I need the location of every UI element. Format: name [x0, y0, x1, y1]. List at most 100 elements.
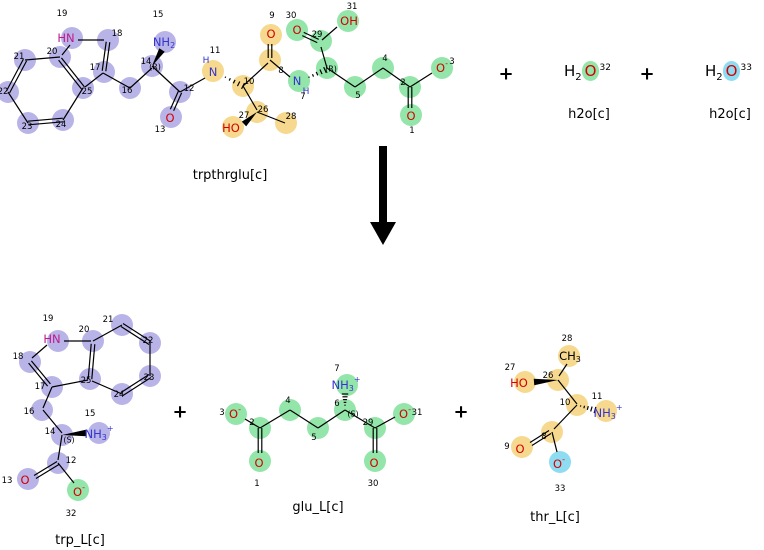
- atom-number: 16: [24, 407, 35, 417]
- atom-number: 27: [239, 111, 250, 121]
- atom-label: NH3+: [331, 375, 360, 393]
- bond: [321, 26, 338, 41]
- bond: [308, 76, 310, 79]
- atom-number: 1: [409, 126, 414, 136]
- bond: [224, 76, 227, 79]
- atom-number: 8: [278, 66, 283, 76]
- atom-number: 12: [66, 456, 77, 466]
- atom-label: NH2: [153, 35, 175, 50]
- bond: [244, 418, 261, 429]
- atom-number: 5: [355, 91, 360, 101]
- bond: [61, 44, 71, 56]
- atom-number: 1: [254, 479, 259, 489]
- atom-label: HN: [43, 332, 60, 346]
- bond: [7, 91, 29, 124]
- atom-label: O: [254, 456, 263, 470]
- atom-label: O: [20, 473, 29, 487]
- atom-highlight: [47, 330, 69, 352]
- atom-number: 11: [210, 46, 221, 56]
- atom-highlight: [67, 479, 89, 501]
- atom-number: 13: [2, 476, 13, 486]
- atom-label: O-: [399, 405, 411, 422]
- plus-sign-2: +: [639, 63, 655, 85]
- atom-number: 33: [555, 484, 566, 494]
- bond: [57, 462, 75, 484]
- atom-number: 22: [143, 336, 154, 346]
- atom-number: 20: [47, 47, 58, 57]
- water-h: H: [564, 62, 576, 80]
- atom-highlight: [19, 351, 41, 373]
- atom-label: OH: [340, 14, 358, 28]
- bond: [87, 343, 92, 379]
- bond: [92, 324, 123, 342]
- atom-number: 6: [334, 399, 339, 409]
- atom-highlight: [225, 403, 247, 425]
- bond: [51, 379, 89, 388]
- bond: [242, 62, 269, 87]
- stereo-label: (S): [347, 410, 358, 419]
- atom-label: O-: [73, 483, 85, 500]
- atom-highlight: [549, 451, 571, 473]
- bond: [27, 117, 63, 122]
- atom-label: H: [203, 56, 210, 66]
- bond: [179, 77, 206, 93]
- bond: [593, 406, 597, 414]
- bond-wedge: [533, 378, 558, 386]
- bond: [57, 434, 63, 461]
- atom-number: 2: [249, 418, 254, 428]
- bond: [382, 67, 411, 88]
- atom-number: 18: [112, 29, 123, 39]
- bond: [91, 344, 96, 380]
- atom-number: 20: [79, 325, 90, 335]
- atom-label: O-: [229, 405, 241, 422]
- atom-number: 7: [334, 364, 339, 374]
- bond-wedge: [152, 48, 165, 66]
- bond: [24, 56, 61, 61]
- atom-highlight: [202, 60, 224, 82]
- bond: [236, 81, 241, 87]
- atom-highlight: [249, 450, 271, 472]
- label-product-trp: trp_L[c]: [55, 533, 105, 548]
- atom-label: H: [303, 87, 310, 97]
- water-atom-number: 33: [740, 63, 752, 73]
- atom-number: 24: [56, 120, 67, 130]
- water-h: H: [705, 62, 717, 80]
- bond: [91, 380, 123, 395]
- atom-highlight: [275, 112, 297, 134]
- atom-number: 21: [14, 52, 25, 62]
- bond: [409, 72, 433, 88]
- atom-number: 29: [363, 418, 374, 428]
- bond: [62, 87, 84, 121]
- atom-label: O: [406, 109, 415, 123]
- atom-highlight: [511, 436, 533, 458]
- label-product-thr: thr_L[c]: [530, 510, 580, 525]
- atom-highlight: [514, 371, 536, 393]
- plus-sign-4: +: [453, 401, 469, 423]
- bond: [5, 58, 24, 92]
- water-atom-number: 32: [599, 63, 611, 73]
- atom-number: 7: [300, 92, 305, 102]
- atom-number: 2: [400, 78, 405, 88]
- atom-highlight: [431, 57, 453, 79]
- atom-number: 15: [153, 10, 164, 20]
- bond: [558, 363, 568, 377]
- bond: [242, 85, 258, 111]
- atom-number: 25: [81, 376, 92, 386]
- bond: [529, 429, 550, 443]
- bond: [169, 91, 179, 110]
- bond: [256, 111, 286, 124]
- bond-wedge: [62, 429, 87, 437]
- water-o-atom: O: [581, 61, 600, 81]
- atom-highlight: [558, 345, 580, 367]
- bond: [557, 379, 578, 405]
- atom-label: O: [515, 442, 524, 456]
- bond: [317, 409, 346, 429]
- atom-label: O-: [436, 59, 448, 76]
- reaction-arrow-icon: [370, 146, 396, 245]
- atom-label: O: [292, 23, 301, 37]
